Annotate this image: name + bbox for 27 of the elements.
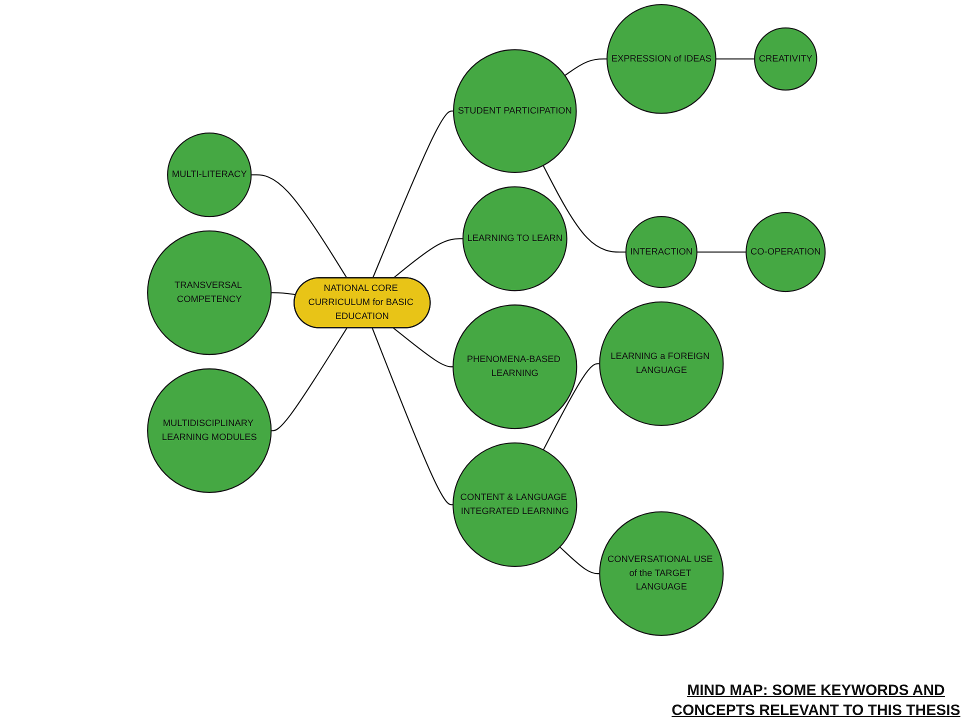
connector bbox=[371, 328, 453, 506]
node-circle: LEARNING a FOREIGN LANGUAGE bbox=[598, 301, 724, 426]
node-circle: EXPRESSION of IDEAS bbox=[606, 4, 716, 114]
node-circle: CONTENT & LANGUAGE INTEGRATED LEARNING bbox=[452, 442, 577, 567]
node-circle: STUDENT PARTICIPATION bbox=[452, 49, 576, 173]
node-circle: LEARNING TO LEARN bbox=[462, 186, 568, 292]
connector bbox=[270, 292, 296, 296]
connector bbox=[564, 58, 607, 76]
node-circle: CO-OPERATION bbox=[745, 212, 826, 292]
connector bbox=[392, 238, 463, 278]
node-circle: CONVERSATIONAL USE of the TARGET LANGUAGE bbox=[598, 511, 724, 636]
node-circle: MULTIDISCIPLINARY LEARNING MODULES bbox=[146, 368, 272, 493]
connector bbox=[372, 110, 454, 278]
node-circle: MULTI-LITERACY bbox=[166, 132, 252, 218]
node-circle: INTERACTION bbox=[625, 216, 698, 288]
node-circle: CREATIVITY bbox=[754, 27, 817, 91]
connector bbox=[542, 165, 626, 253]
node-circle: TRANSVERSAL COMPETENCY bbox=[146, 230, 272, 356]
connector bbox=[715, 58, 754, 60]
connector bbox=[250, 174, 347, 278]
connector bbox=[559, 546, 600, 574]
connector bbox=[270, 328, 347, 432]
connector bbox=[392, 328, 453, 368]
node-circle: PHENOMENA-BASED LEARNING bbox=[452, 304, 577, 430]
connector bbox=[696, 252, 746, 253]
caption: MIND MAP: SOME KEYWORDS AND CONCEPTS RELEVANT TO THIS THESIS bbox=[670, 681, 962, 720]
connector bbox=[542, 363, 600, 450]
